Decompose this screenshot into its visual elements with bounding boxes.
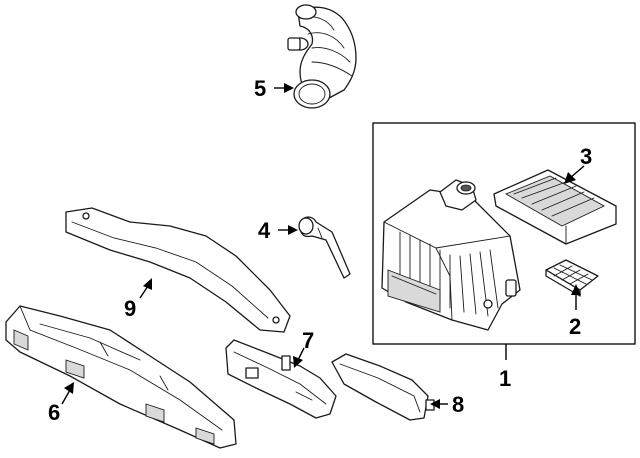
assembly-frame bbox=[372, 122, 636, 345]
leader-7 bbox=[293, 347, 305, 368]
small-filter-part-2 bbox=[545, 259, 599, 297]
leader-5 bbox=[274, 83, 294, 93]
seal-part-8 bbox=[331, 353, 435, 421]
callout-2: 2 bbox=[569, 314, 581, 339]
leader-3 bbox=[564, 165, 585, 184]
leader-4 bbox=[278, 225, 298, 235]
air-cleaner-housing bbox=[381, 179, 521, 331]
intake-hose-part-5 bbox=[287, 4, 357, 109]
callout-9: 9 bbox=[124, 296, 136, 321]
callout-1: 1 bbox=[499, 366, 511, 391]
leader-2 bbox=[571, 284, 581, 310]
leader-9 bbox=[139, 278, 152, 299]
callout-5: 5 bbox=[254, 76, 266, 101]
air-filter-part-3 bbox=[493, 169, 617, 245]
callout-7: 7 bbox=[302, 328, 314, 353]
leader-8 bbox=[430, 399, 448, 409]
air-duct-panel-part-9 bbox=[65, 207, 291, 333]
bracket-part-7 bbox=[225, 339, 337, 419]
callout-3: 3 bbox=[580, 144, 592, 169]
resonator-duct-part-6 bbox=[5, 305, 237, 449]
callout-8: 8 bbox=[452, 392, 464, 417]
callout-4: 4 bbox=[258, 218, 271, 243]
breather-tube-part-4 bbox=[298, 216, 351, 279]
leader-6 bbox=[61, 382, 74, 405]
callout-6: 6 bbox=[48, 400, 60, 425]
